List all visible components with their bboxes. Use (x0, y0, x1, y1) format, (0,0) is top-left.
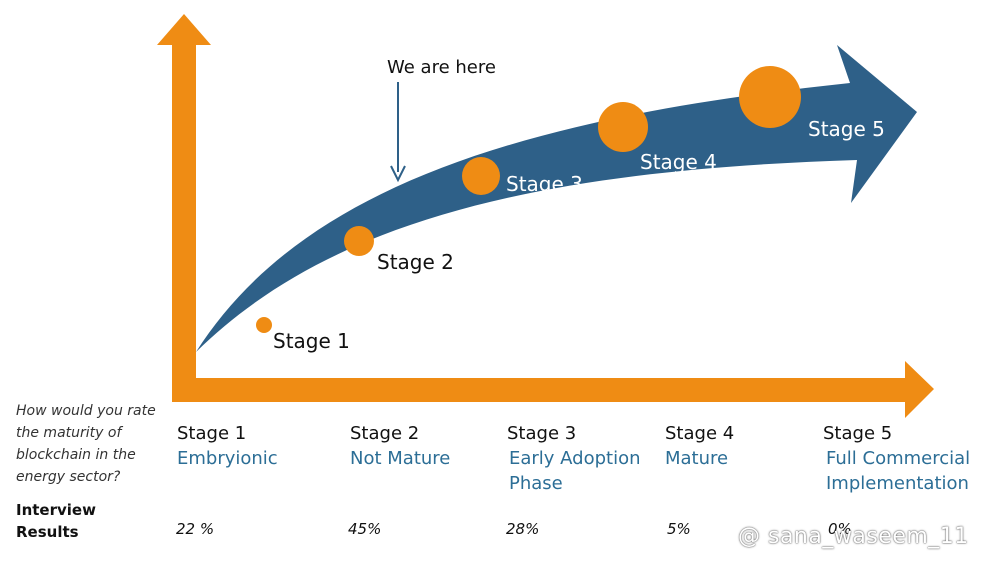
interview-label-line-2: Results (16, 523, 79, 541)
stage-3-name: Stage 3 (507, 423, 577, 444)
stage-2-desc: Not Mature (350, 448, 451, 469)
stage-1-desc: Embryionic (177, 448, 278, 469)
stage-4-name: Stage 4 (665, 423, 735, 444)
question-text: How would you rate the maturity of block… (16, 403, 156, 485)
stage-1-name: Stage 1 (177, 423, 247, 444)
stage-4-result: 5% (667, 520, 691, 538)
stage-1-curve-label: Stage 1 (273, 329, 350, 353)
stage-5-dot (739, 66, 801, 128)
stage-5-curve-label: Stage 5 (808, 117, 885, 141)
we-are-here-arrowhead (390, 165, 406, 183)
stage-3-desc-line-2: Phase (509, 473, 563, 494)
interview-results-label: Interview Results (16, 499, 96, 543)
y-axis-arrow (157, 14, 211, 378)
stage-5-name: Stage 5 (823, 423, 893, 444)
stage-1-dot (256, 317, 272, 333)
stage-4-curve-label: Stage 4 (640, 150, 717, 174)
maturity-curve-arrow (196, 45, 917, 352)
stage-3-dot (462, 157, 500, 195)
x-axis-arrow (172, 361, 934, 418)
stage-5-desc-line-1: Full Commercial (826, 448, 971, 469)
stage-5-result: 0% (828, 520, 852, 538)
stage-2-result: 45% (348, 520, 382, 538)
stage-2-name: Stage 2 (350, 423, 420, 444)
stage-4-desc: Mature (665, 448, 729, 469)
interview-label-line-1: Interview (16, 501, 96, 519)
stage-3-result: 28% (506, 520, 540, 538)
stage-4-dot (598, 102, 648, 152)
stage-3-desc-line-1: Early Adoption (509, 448, 641, 469)
watermark: @ sana_waseem_11 (738, 524, 969, 549)
stage-2-curve-label: Stage 2 (377, 250, 454, 274)
we-are-here-label: We are here (387, 57, 496, 78)
stage-1-result: 22 % (176, 520, 215, 538)
stage-3-curve-label: Stage 3 (506, 172, 583, 196)
stage-2-dot (344, 226, 374, 256)
stage-5-desc-line-2: Implementation (826, 473, 969, 494)
